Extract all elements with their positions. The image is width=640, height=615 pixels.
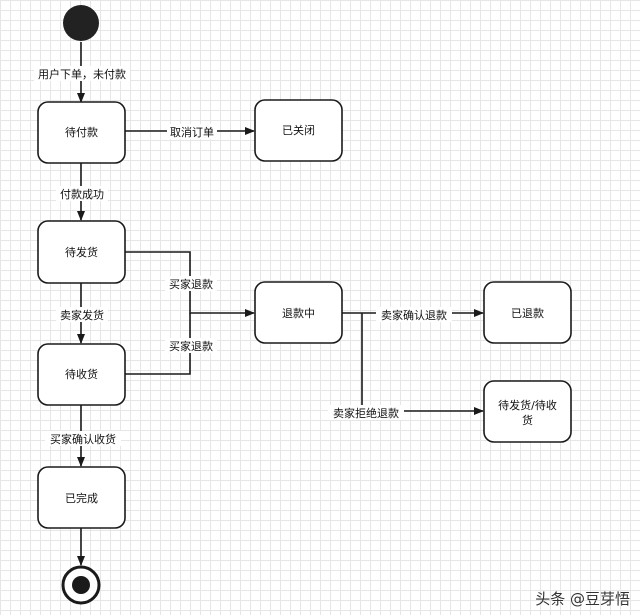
state-pending-shipment: 待发货 bbox=[37, 220, 126, 284]
label-seller-ship: 卖家发货 bbox=[56, 307, 108, 322]
transition-label: 卖家拒绝退款 bbox=[333, 406, 399, 420]
label-buyer-confirm-receipt: 买家确认收货 bbox=[45, 431, 121, 446]
transition-label: 买家退款 bbox=[169, 277, 213, 291]
state-refunding: 退款中 bbox=[254, 281, 343, 344]
transition-label: 用户下单，未付款 bbox=[38, 67, 126, 81]
watermark: 头条 @豆芽悟 bbox=[535, 590, 630, 608]
state-refunded: 已退款 bbox=[483, 281, 572, 344]
state-label: 已退款 bbox=[511, 306, 544, 320]
state-label: 待收货 bbox=[65, 367, 98, 381]
state-closed: 已关闭 bbox=[254, 99, 343, 162]
state-label-line1: 待发货/待收 bbox=[498, 398, 557, 412]
state-pending-receipt: 待收货 bbox=[37, 343, 126, 406]
transition-label: 买家退款 bbox=[169, 339, 213, 353]
state-back-to-pending: 待发货/待收 货 bbox=[483, 380, 572, 443]
transition-label: 取消订单 bbox=[170, 125, 214, 139]
edge-refunding-to-back-to-pending bbox=[361, 313, 484, 415]
initial-state-node bbox=[63, 5, 99, 41]
state-label: 待付款 bbox=[65, 125, 98, 139]
transition-label: 卖家发货 bbox=[60, 308, 104, 322]
state-label: 已关闭 bbox=[282, 123, 315, 137]
state-label-line2: 货 bbox=[522, 413, 533, 427]
label-payment-success: 付款成功 bbox=[56, 186, 108, 201]
transition-label: 付款成功 bbox=[60, 187, 104, 201]
label-seller-confirm-refund: 卖家确认退款 bbox=[376, 307, 452, 322]
final-state-node bbox=[61, 565, 101, 605]
label-cancel-order: 取消订单 bbox=[167, 124, 217, 139]
state-label: 退款中 bbox=[282, 306, 315, 320]
state-pending-payment: 待付款 bbox=[37, 101, 126, 164]
label-buyer-refund-2: 买家退款 bbox=[165, 338, 217, 353]
state-completed: 已完成 bbox=[37, 466, 126, 529]
transition-label: 买家确认收货 bbox=[50, 432, 116, 446]
state-label: 已完成 bbox=[65, 491, 98, 505]
state-label: 待发货 bbox=[65, 245, 98, 259]
label-seller-reject-refund: 卖家拒绝退款 bbox=[328, 405, 404, 420]
label-place-order: 用户下单，未付款 bbox=[34, 66, 130, 81]
edge-pending-receipt-to-refunding bbox=[125, 313, 191, 375]
transition-label: 卖家确认退款 bbox=[381, 308, 447, 322]
label-buyer-refund-1: 买家退款 bbox=[165, 276, 217, 291]
